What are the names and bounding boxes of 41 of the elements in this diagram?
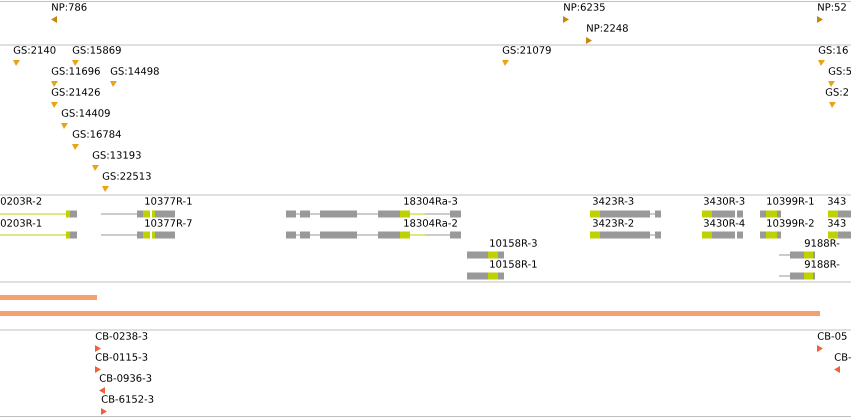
feature-label: CB-05 — [818, 332, 846, 340]
feature-label: GS:15869 — [72, 46, 121, 54]
gene-label: 9188R- — [804, 239, 840, 247]
feature-label: NP:52 — [818, 3, 846, 11]
gene-label: 9188R- — [804, 260, 840, 268]
gene-label: 10158R-1 — [490, 260, 537, 268]
feature-label: CB-0238-3 — [96, 332, 148, 340]
feature-label: GS:11696 — [52, 67, 100, 75]
gene-label: 3430R-4 — [704, 219, 745, 227]
feature-label: NP:6235 — [564, 3, 605, 11]
gene-label: 10377R-1 — [145, 197, 192, 205]
gene-label: 0203R-1 — [0, 219, 42, 227]
feature-label: NP:786 — [52, 3, 87, 11]
feature-label: GS:22513 — [102, 172, 151, 180]
gene-label: 343 — [828, 197, 846, 205]
feature-label: GS:21079 — [502, 46, 551, 54]
feature-label: GS:5 — [828, 67, 851, 75]
feature-label: GS:2140 — [14, 46, 56, 54]
feature-label: CB- — [834, 353, 851, 361]
feature-label: GS:13193 — [92, 151, 141, 159]
feature-label: CB-0936-3 — [100, 374, 152, 382]
feature-label: GS:14498 — [110, 67, 159, 75]
gene-label: 3423R-3 — [592, 197, 634, 205]
gene-label: 343 — [828, 219, 846, 227]
feature-label: NP:2248 — [587, 24, 628, 32]
gene-label: 10399R-2 — [767, 219, 814, 227]
feature-label: CB-0115-3 — [96, 353, 148, 361]
gene-label: 10377R-7 — [145, 219, 192, 227]
feature-label: CB-6152-3 — [102, 395, 154, 403]
feature-label: GS:16 — [818, 46, 848, 54]
feature-label: GS:14409 — [62, 109, 110, 117]
feature-label: GS:16784 — [72, 130, 121, 138]
gene-label: 18304Ra-3 — [404, 197, 458, 205]
gene-label: 3430R-3 — [704, 197, 744, 205]
feature-label: GS:21426 — [52, 88, 100, 96]
gene-label: 3423R-2 — [592, 219, 634, 227]
gene-label: 18304Ra-2 — [404, 219, 457, 227]
feature-label: GS:2 — [826, 88, 848, 96]
gene-label: 10399R-1 — [767, 197, 814, 205]
gene-label: 10158R-3 — [490, 239, 537, 247]
gene-label: 0203R-2 — [0, 197, 42, 205]
